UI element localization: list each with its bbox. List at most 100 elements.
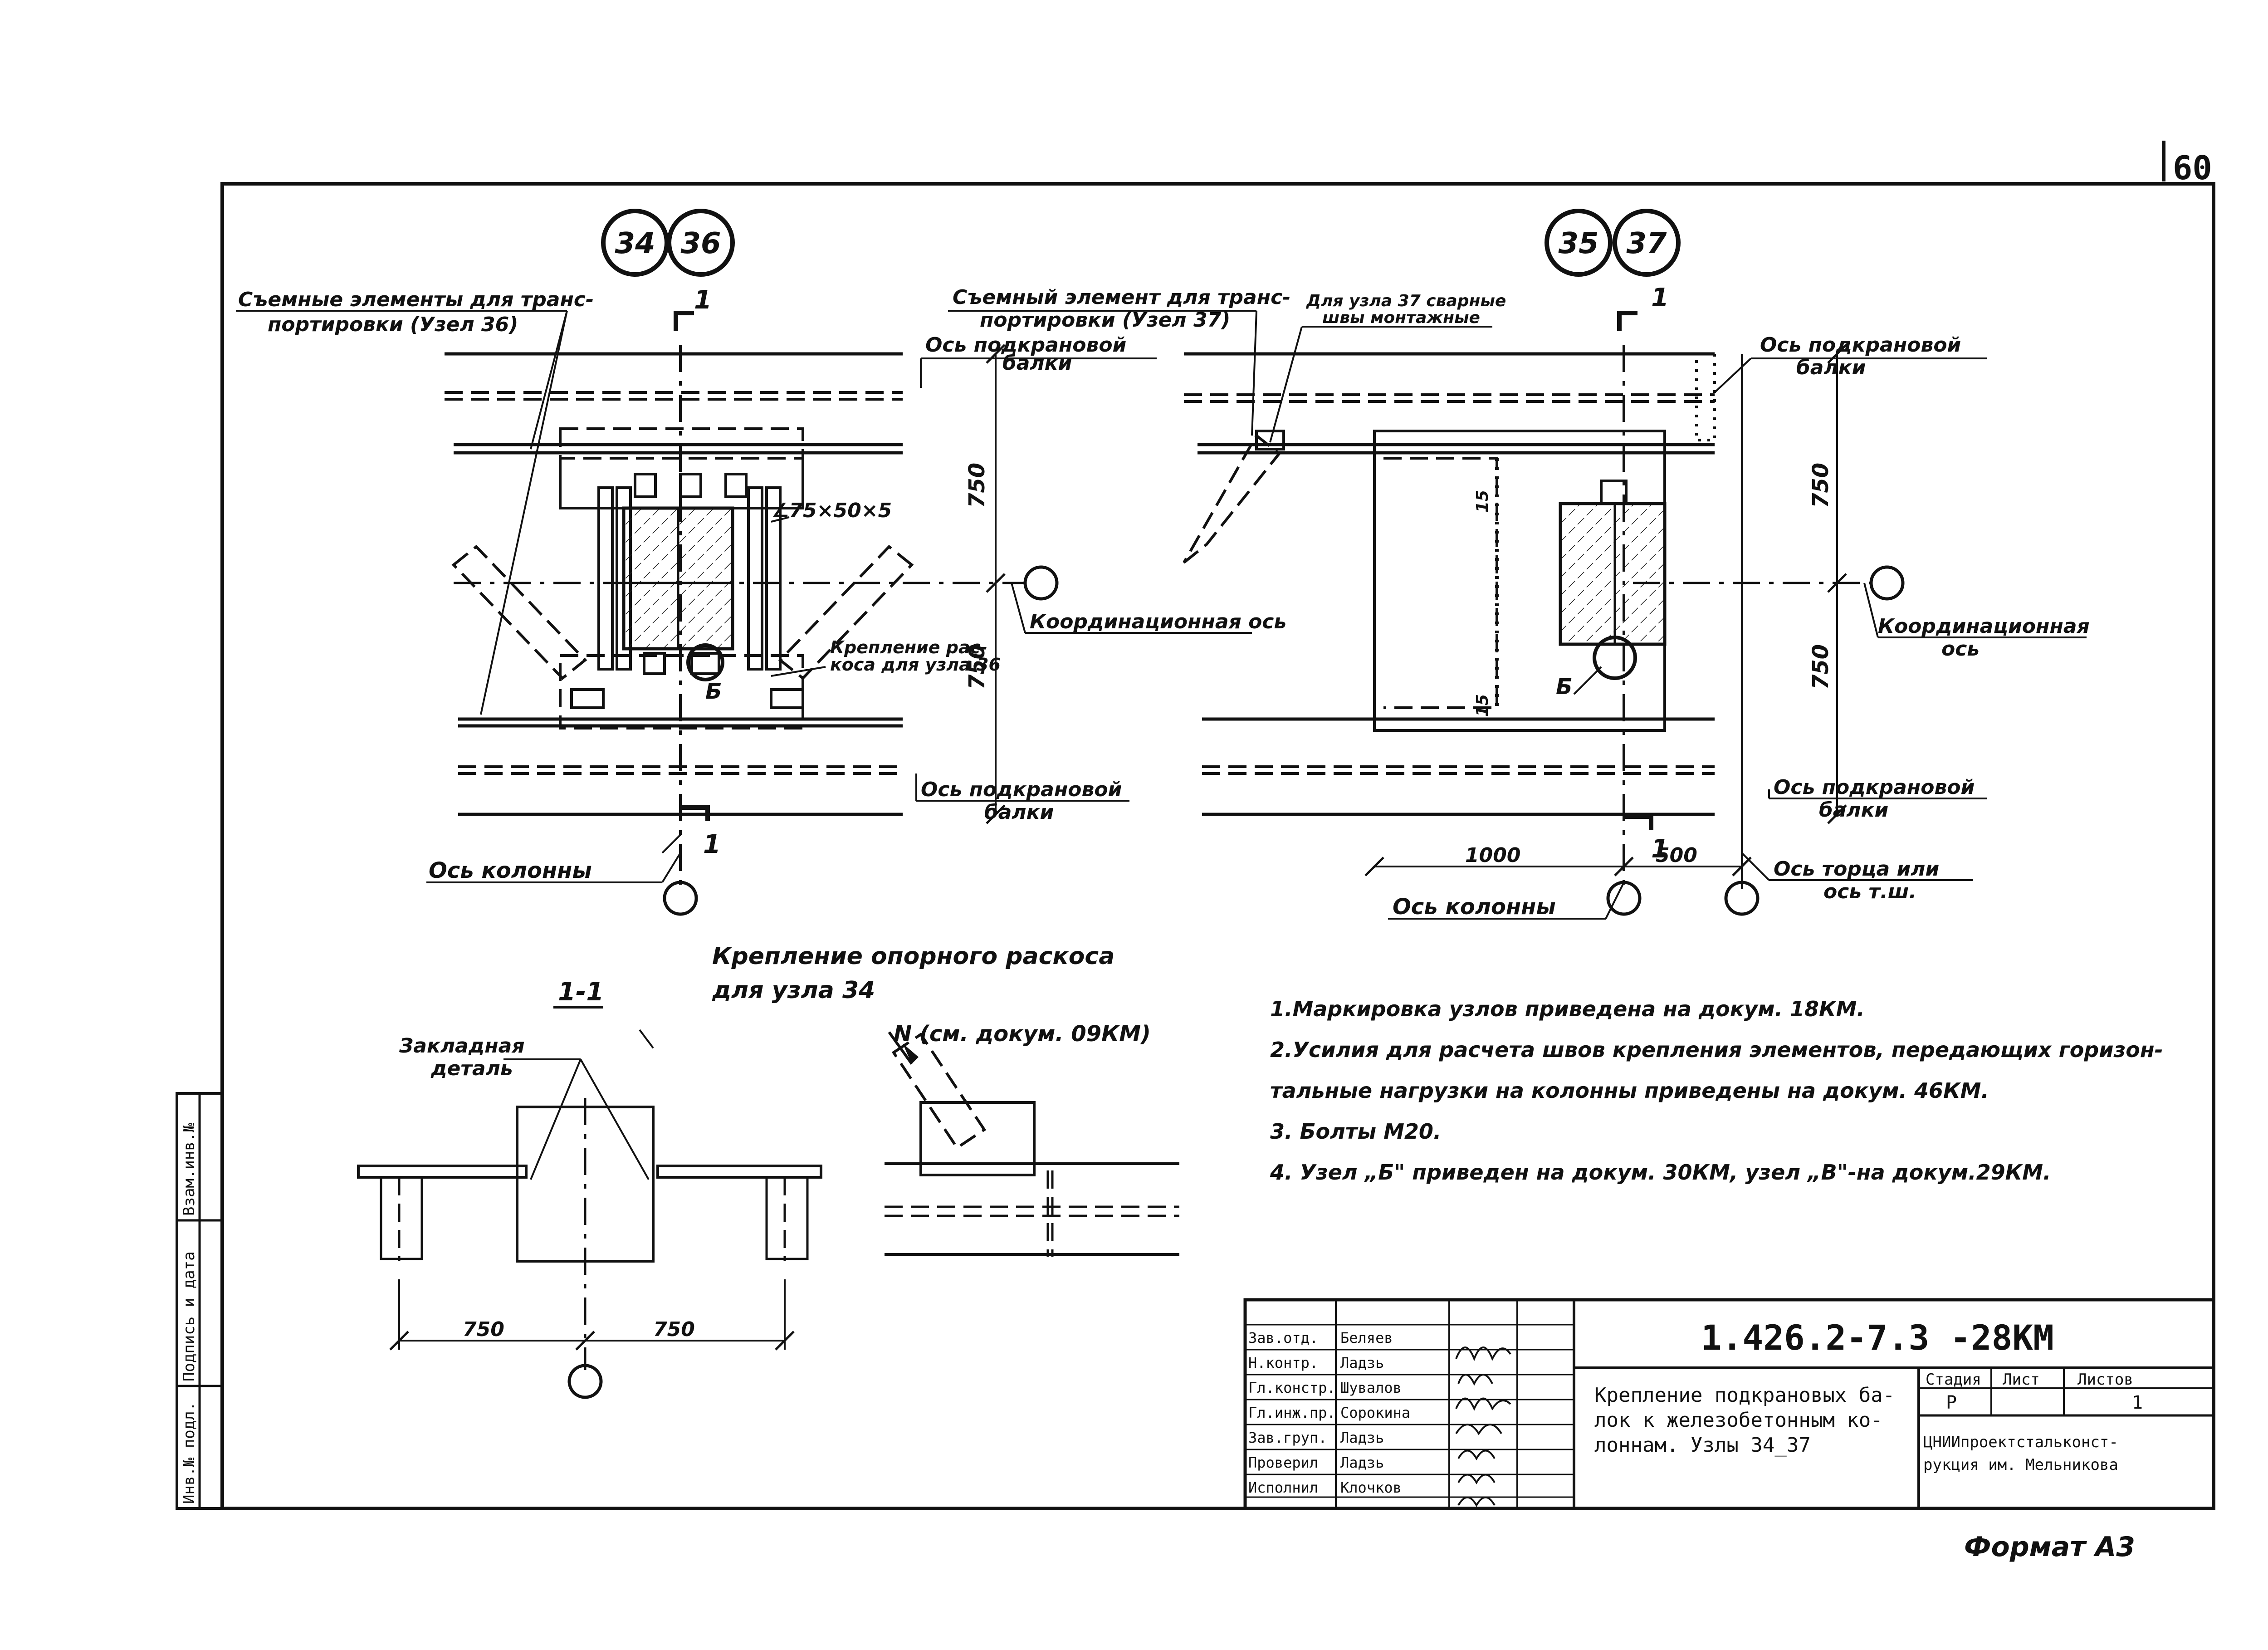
note-1: 1.Маркировка узлов приведена на докум. 1… bbox=[1270, 997, 1865, 1021]
node-b-left: Б bbox=[705, 679, 722, 704]
note-4: 4. Узел „Б" приведен на докум. 30КМ, узе… bbox=[1270, 1160, 2051, 1185]
role-5: Проверил bbox=[1248, 1454, 1318, 1471]
stage-value: Р bbox=[1946, 1392, 1957, 1413]
signature-7 bbox=[1457, 1496, 1496, 1508]
header-sheets: Листов bbox=[2077, 1371, 2133, 1389]
dim-upper-right: 750 bbox=[1808, 463, 1833, 508]
label-beam-axis-bottom-right-2: балки bbox=[1819, 798, 1888, 822]
node-number-37: 37 bbox=[1626, 227, 1667, 260]
label-removable-right-1: Съемный элемент для транс- bbox=[953, 286, 1290, 309]
dim-width-right-right: 500 bbox=[1656, 844, 1697, 867]
label-end-axis-2: ось т.ш. bbox=[1823, 880, 1916, 903]
dim-upper-left: 750 bbox=[964, 463, 990, 508]
stamp-signature-date: Подпись и дата bbox=[180, 1251, 198, 1381]
signature-2 bbox=[1457, 1374, 1493, 1386]
label-weld-right-1: Для узла 37 сварные bbox=[1306, 292, 1506, 310]
label-embedded-1: Закладная bbox=[399, 1034, 525, 1058]
label-coord-axis-left: Координационная ось bbox=[1030, 610, 1286, 633]
role-1: Н.контр. bbox=[1248, 1354, 1318, 1371]
title-block bbox=[1243, 1298, 2215, 1510]
label-beam-axis-bottom-left-1: Ось подкрановой bbox=[921, 778, 1122, 801]
label-removable-right-2: портировки (Узел 37) bbox=[980, 308, 1230, 332]
doc-title-3: лоннам. Узлы 34_37 bbox=[1594, 1434, 1811, 1457]
node-number-35: 35 bbox=[1558, 227, 1598, 260]
label-beam-axis-left-1: Ось подкрановой bbox=[925, 333, 1126, 357]
label-beam-axis-right-1: Ось подкрановой bbox=[1760, 333, 1961, 357]
node-number-36: 36 bbox=[680, 227, 721, 260]
name-1: Ладзь bbox=[1340, 1354, 1384, 1371]
name-6: Клочков bbox=[1340, 1479, 1402, 1496]
name-2: Шувалов bbox=[1340, 1379, 1402, 1396]
label-column-axis-left: Ось колонны bbox=[429, 858, 592, 883]
section-mark-top-right: 1 bbox=[1651, 283, 1669, 313]
label-weld-right-2: швы монтажные bbox=[1322, 308, 1480, 327]
label-end-axis-1: Ось торца или bbox=[1774, 857, 1939, 881]
node-b-right: Б bbox=[1556, 674, 1573, 700]
brace-detail-title-1: Крепление опорного раскоса bbox=[712, 943, 1114, 970]
section-1-1-drawing bbox=[357, 1006, 822, 1399]
section-mark-top: 1 bbox=[694, 285, 712, 315]
section-mark-bottom-left: 1 bbox=[703, 830, 721, 859]
end-axis-bubble-right bbox=[1724, 881, 1760, 916]
label-beam-axis-left-2: балки bbox=[1002, 352, 1072, 375]
dim-lower-left: 750 bbox=[964, 644, 990, 690]
label-beam-axis-right-2: балки bbox=[1796, 356, 1866, 379]
section-1-1-title: 1-1 bbox=[558, 977, 604, 1007]
label-removable-left-1: Съемные элементы для транс- bbox=[238, 288, 594, 311]
name-0: Беляев bbox=[1340, 1329, 1393, 1346]
node-circle-35 bbox=[1545, 209, 1613, 277]
label-embedded-2: деталь bbox=[430, 1057, 513, 1080]
header-stage: Стадия bbox=[1926, 1371, 1981, 1389]
stamp-inv-original: Инв.№ подл. bbox=[180, 1402, 198, 1504]
name-5: Ладзь bbox=[1340, 1454, 1384, 1471]
section-mark-bottom-right: 1 bbox=[1651, 834, 1669, 864]
dim-small-top-right: 15 bbox=[1473, 490, 1492, 513]
dim-section-right: 750 bbox=[653, 1318, 695, 1341]
brace-detail-drawing bbox=[885, 1031, 1179, 1257]
signature-3 bbox=[1455, 1397, 1511, 1411]
label-removable-left-2: портировки (Узел 36) bbox=[268, 313, 518, 336]
coord-axis-bubble-right bbox=[1869, 565, 1905, 601]
column-axis-bubble-right bbox=[1606, 881, 1642, 916]
node-b-circle-right bbox=[1593, 636, 1637, 680]
format-label: Формат А3 bbox=[1964, 1531, 2135, 1563]
label-beam-axis-bottom-right-1: Ось подкрановой bbox=[1774, 776, 1975, 799]
left-node-drawing: 34 36 1 bbox=[236, 209, 1252, 916]
notes-block: 1.Маркировка узлов приведена на докум. 1… bbox=[1270, 997, 2163, 1185]
org-1: ЦНИИпроектстальконст- bbox=[1923, 1433, 2118, 1451]
label-brace-left-2: коса для узла 36 bbox=[830, 655, 1001, 675]
force-label: N (см. докум. 09КМ) bbox=[894, 1021, 1151, 1047]
name-4: Ладзь bbox=[1340, 1429, 1384, 1446]
signature-1 bbox=[1455, 1346, 1511, 1361]
side-stamp: Взам.инв.№ Подпись и дата Инв.№ подл. bbox=[176, 1092, 224, 1510]
note-2b: тальные нагрузки на колонны приведены на… bbox=[1270, 1078, 1989, 1103]
stamp-replaced-inv: Взам.инв.№ bbox=[180, 1123, 198, 1216]
concrete-column-right bbox=[1559, 502, 1667, 646]
right-node-drawing: 35 37 bbox=[948, 209, 2087, 920]
label-coord-axis-right-1: Координационная bbox=[1878, 615, 2090, 638]
node-circle-36 bbox=[667, 209, 735, 277]
signature-5 bbox=[1457, 1449, 1496, 1461]
dim-lower-right: 750 bbox=[1808, 644, 1833, 690]
node-b-circle-left bbox=[686, 643, 724, 681]
node-circle-37 bbox=[1613, 209, 1681, 277]
signature-4 bbox=[1455, 1424, 1502, 1435]
header-sheet: Лист bbox=[2003, 1371, 2040, 1389]
node-number-34: 34 bbox=[615, 227, 655, 260]
coord-axis-bubble-left bbox=[1023, 565, 1059, 601]
dim-small-bottom-right: 15 bbox=[1473, 694, 1492, 717]
label-angle-profile: ∠75×50×5 bbox=[771, 499, 892, 522]
doc-code: 1.426.2-7.3 -28КМ bbox=[1701, 1317, 2054, 1358]
sheet-frame bbox=[220, 182, 2215, 1510]
dim-width-left-right: 1000 bbox=[1465, 844, 1520, 867]
note-2a: 2.Усилия для расчета швов крепления элем… bbox=[1270, 1038, 2163, 1062]
name-3: Сорокина bbox=[1340, 1404, 1410, 1421]
doc-title-1: Крепление подкрановых ба- bbox=[1594, 1384, 1895, 1407]
role-3: Гл.инж.пр. bbox=[1248, 1404, 1336, 1421]
doc-title-2: лок к железобетонным ко- bbox=[1594, 1409, 1883, 1432]
sheets-total: 1 bbox=[2132, 1392, 2143, 1413]
column-axis-bubble-section bbox=[567, 1364, 603, 1399]
org-2: рукция им. Мельникова bbox=[1923, 1456, 2118, 1474]
